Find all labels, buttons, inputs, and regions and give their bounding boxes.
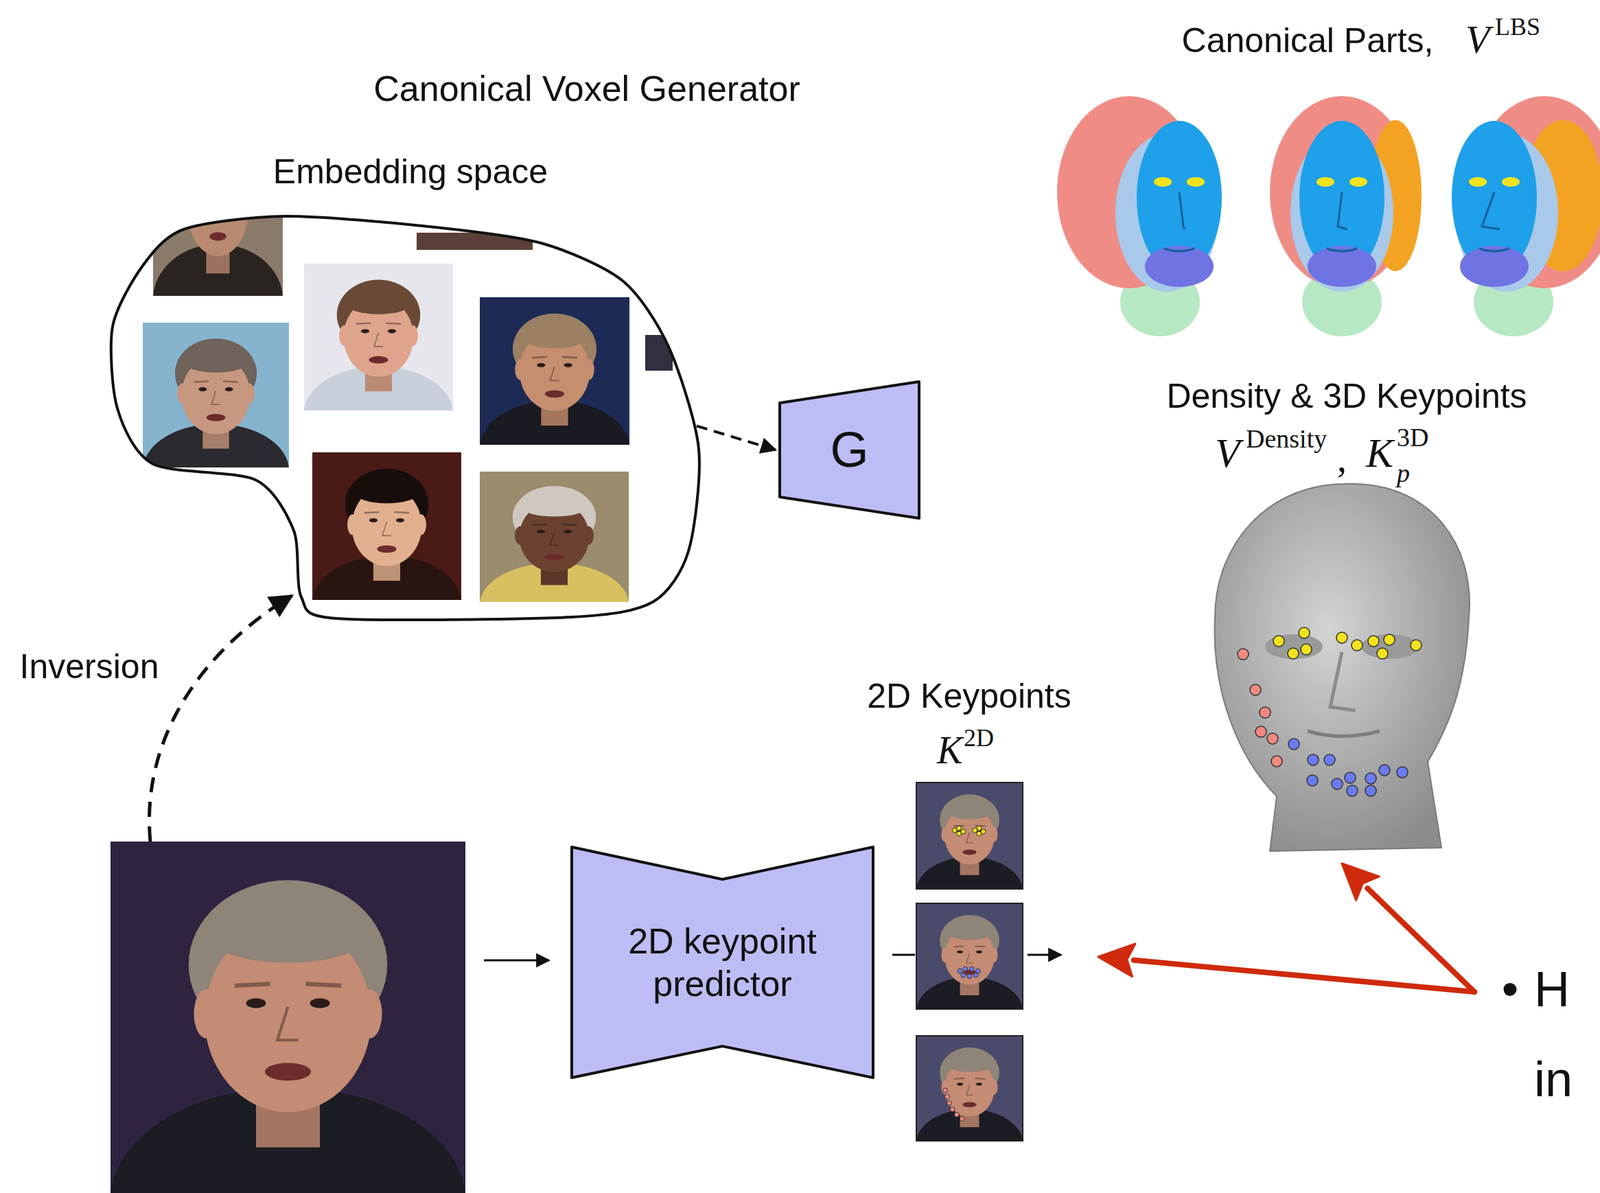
keypoint-dot bbox=[1300, 643, 1312, 655]
keypoint-dot bbox=[1273, 635, 1285, 647]
math-superscript: Density bbox=[1245, 425, 1327, 454]
region-outline bbox=[111, 216, 700, 620]
keypoint-dot bbox=[1365, 785, 1377, 797]
keypoint-dot bbox=[1259, 706, 1271, 718]
embedding-space: Embedding space bbox=[111, 199, 710, 629]
keypoint-dot bbox=[1324, 754, 1336, 766]
canonical-part-head bbox=[1269, 96, 1422, 337]
photo-fragment bbox=[416, 232, 533, 250]
thumbnail-frame bbox=[916, 782, 1023, 889]
math-symbol: K bbox=[936, 730, 963, 771]
keypoint-predictor: 2D keypoint predictor bbox=[569, 844, 876, 1080]
keypoint-dot bbox=[1267, 733, 1279, 745]
keypoint-dot bbox=[1271, 755, 1283, 767]
block-label: G bbox=[829, 420, 869, 480]
face-photo bbox=[916, 1035, 1023, 1177]
region-heading: Embedding space bbox=[111, 151, 710, 193]
keypoint-dot bbox=[1255, 726, 1267, 738]
photo-fragment bbox=[645, 334, 673, 371]
math-superscript: LBS bbox=[1494, 14, 1541, 41]
arrow-label: Inversion bbox=[19, 648, 160, 686]
keypoint-dot bbox=[1396, 766, 1408, 778]
math-symbol: V bbox=[1465, 19, 1490, 62]
face-photo bbox=[916, 903, 1023, 1045]
flow-line bbox=[892, 954, 915, 957]
canonical-part-head bbox=[1057, 96, 1222, 337]
math-subscript: p bbox=[1396, 459, 1410, 488]
flow-arrow bbox=[483, 959, 550, 962]
keypoint-dot bbox=[1410, 639, 1422, 651]
math-symbol: , bbox=[1337, 438, 1347, 480]
keypoint-dot bbox=[1237, 648, 1249, 660]
face-photo bbox=[110, 841, 466, 1193]
keypoint-dot bbox=[1298, 627, 1310, 639]
keypoint-dot bbox=[1376, 647, 1388, 659]
generator-block: G bbox=[777, 379, 922, 521]
bullet-text: H bbox=[1534, 963, 1570, 1016]
face-photo bbox=[479, 297, 630, 495]
caption-label: Canonical Parts, bbox=[1181, 22, 1434, 60]
keypoint-dot bbox=[1336, 632, 1348, 644]
node-shape bbox=[111, 199, 710, 629]
bullet-text: in bbox=[1534, 1053, 1573, 1106]
face-photo bbox=[153, 123, 283, 355]
keypoint-dot bbox=[1378, 764, 1390, 776]
caption-label: 2D Keypoints bbox=[866, 678, 1071, 715]
math-superscript: 3D bbox=[1396, 424, 1429, 452]
caption-label: Canonical Voxel Generator bbox=[373, 70, 801, 108]
keypoint-dot bbox=[1344, 772, 1356, 784]
inversion-arrow bbox=[148, 595, 292, 842]
face-photo bbox=[304, 263, 454, 461]
flow-arrow bbox=[1027, 954, 1062, 957]
keypoint-dot bbox=[1288, 738, 1300, 750]
keypoint-dot bbox=[1346, 785, 1358, 797]
keypoint-dot bbox=[1331, 778, 1343, 790]
process-label: 2D keypoint predictor bbox=[606, 919, 840, 1006]
dashed-connector bbox=[696, 426, 776, 451]
text-holder: Embedding space bbox=[111, 151, 710, 193]
keypoint-dot bbox=[1307, 754, 1319, 766]
text-holder: G bbox=[777, 379, 922, 521]
caption-label: Density & 3D Keypoints bbox=[1166, 378, 1527, 415]
trapezoid-outline bbox=[779, 381, 920, 519]
math-superscript: 2D bbox=[963, 725, 994, 752]
keypoint-dot bbox=[1287, 647, 1299, 659]
thumbnail-frame bbox=[916, 903, 1023, 1010]
face-collection bbox=[142, 123, 673, 651]
keypoint-dot bbox=[1367, 635, 1379, 647]
math-symbol: K bbox=[1365, 431, 1394, 475]
keypoint-dot bbox=[1249, 684, 1261, 696]
keypoint-dot bbox=[1383, 634, 1395, 646]
keypoint-dot bbox=[1351, 639, 1363, 651]
canonical-part-head bbox=[1451, 96, 1600, 337]
bullet-mark: • bbox=[1501, 964, 1520, 1016]
thumbnail-frame bbox=[916, 1035, 1023, 1141]
text-holder: 2D keypoint predictor bbox=[569, 844, 876, 1080]
bowtie-outline bbox=[571, 847, 874, 1078]
density-head bbox=[1214, 483, 1470, 852]
keypoint-dot bbox=[1365, 772, 1377, 784]
keypoint-dot bbox=[1306, 774, 1318, 786]
math-symbol: V bbox=[1214, 431, 1241, 475]
annotation-arrow bbox=[1341, 863, 1475, 992]
node-shape bbox=[569, 844, 876, 1080]
annotation-arrow bbox=[1098, 943, 1475, 992]
region-fill bbox=[111, 216, 700, 620]
